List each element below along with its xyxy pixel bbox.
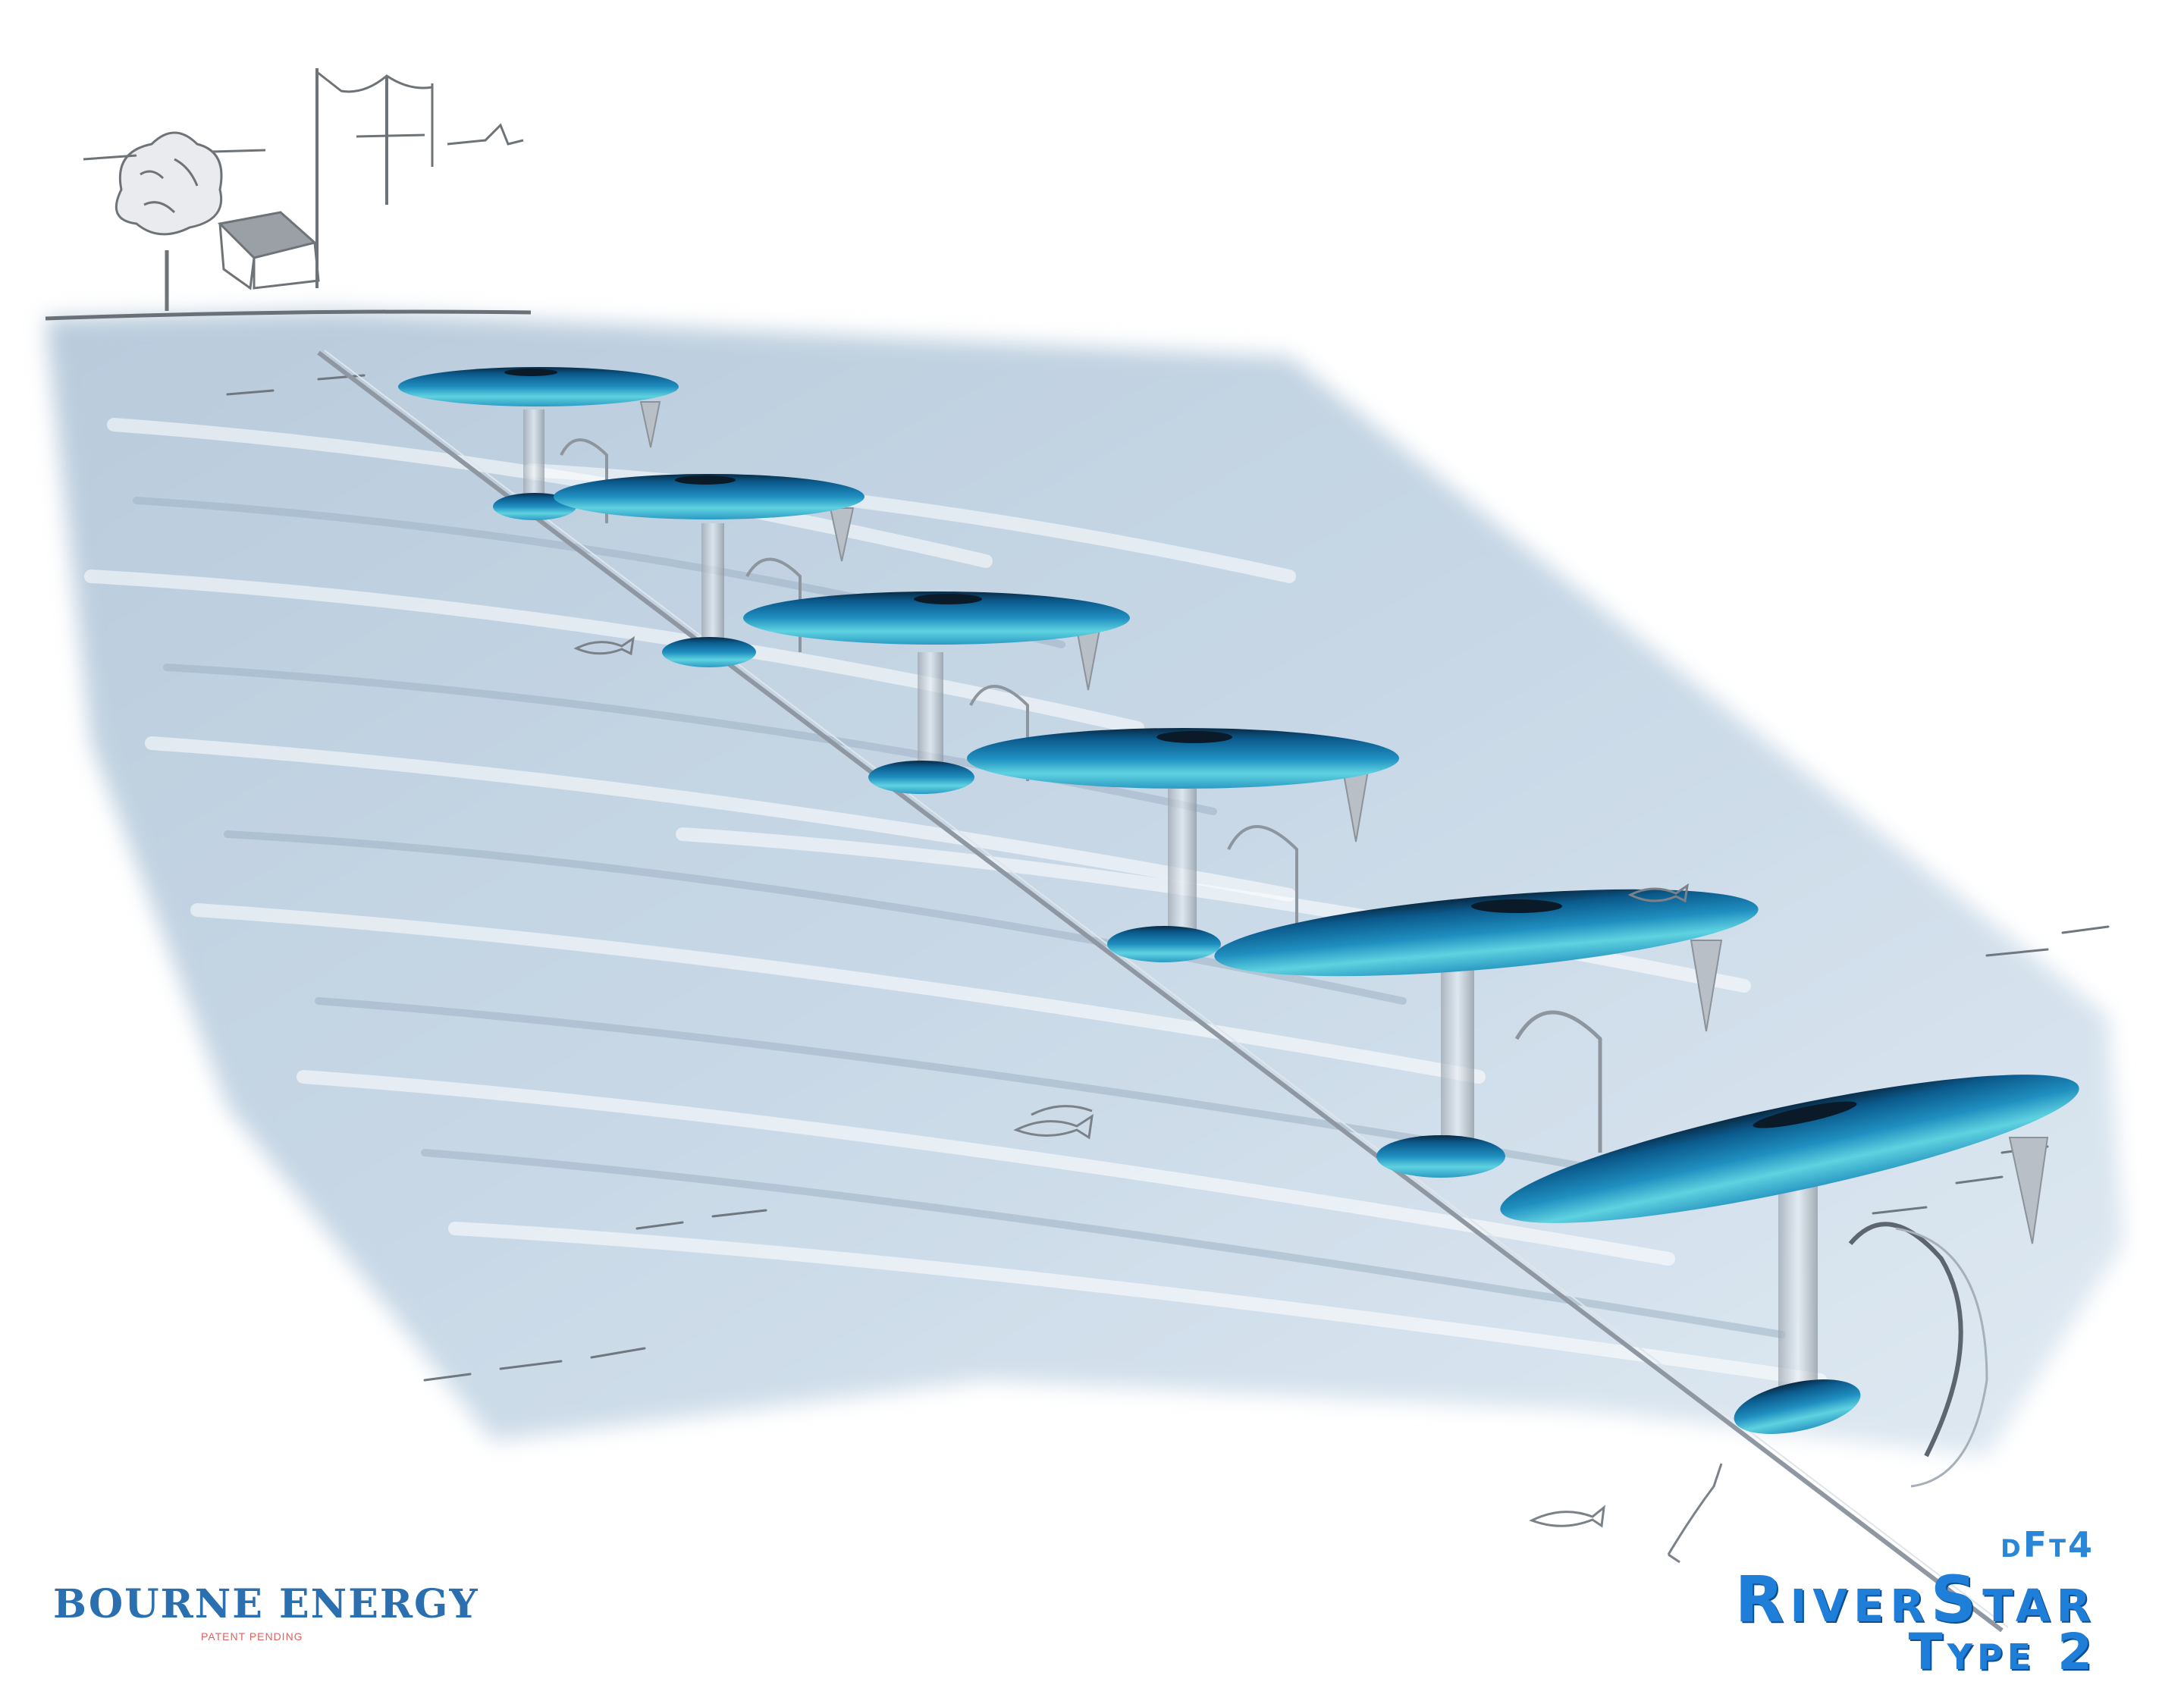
turbine-unit-5 [1214,889,1759,1178]
company-logo-text: BOURNE ENERGY [53,1581,479,1627]
turbine-unit-3 [743,591,1130,794]
turbine-unit-1 [398,367,679,523]
turbine-unit-4 [967,728,1399,962]
tree-icon [115,131,223,311]
shed-icon [217,211,320,290]
turbine-unit-6 [1500,1075,2079,1488]
patent-notice: PATENT PENDING [201,1630,303,1643]
turbine-unit-2 [554,474,864,667]
power-pole-icon [315,68,434,288]
product-type: Type 2 [1908,1623,2097,1681]
model-code: dFt4 [2000,1524,2095,1565]
subsea-cable [317,350,2004,1633]
fish-sketches [573,635,1723,1564]
shore-sketch [45,68,532,321]
product-name: RiverStar [1734,1562,2097,1636]
